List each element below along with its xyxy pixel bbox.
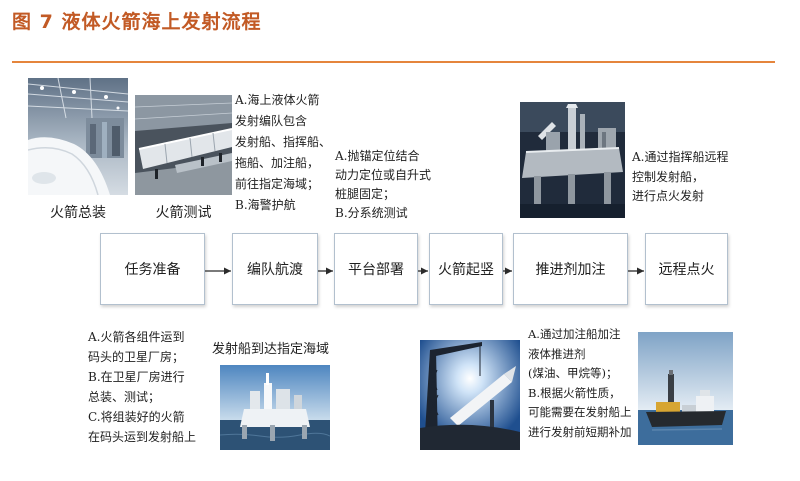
note-line: A.通过加注船加注 (528, 325, 632, 345)
note-line: B.海警护航 (235, 195, 331, 216)
note-line: A.抛锚定位结合 (335, 147, 431, 166)
note-line: 桩腿固定； (335, 185, 431, 204)
step-box-propellant-loading: 推进剂加注 (513, 233, 628, 305)
step-label: 平台部署 (348, 259, 404, 279)
note-line: 前往指定海域； (235, 174, 331, 195)
note-formation-voyage: A.海上液体火箭 发射编队包含 发射船、指挥船、 拖船、加注船， 前往指定海域；… (235, 90, 331, 216)
photo-sea-platform (520, 102, 625, 218)
step-label: 火箭起竖 (438, 259, 494, 279)
note-platform-deployment: A.抛锚定位结合 动力定位或自升式 桩腿固定； B.分系统测试 (335, 147, 431, 223)
note-line: 可能需要在发射船上 (528, 403, 632, 423)
photo-rocket-testing (135, 95, 232, 195)
note-line: 发射船、指挥船、 (235, 132, 331, 153)
figure-title: 图 7 液体火箭海上发射流程 (12, 7, 261, 34)
step-label: 编队航渡 (247, 259, 303, 279)
note-line: 在码头运到发射船上 (88, 427, 196, 447)
step-label: 任务准备 (125, 259, 181, 279)
note-line: C.将组装好的火箭 (88, 407, 196, 427)
step-box-mission-preparation: 任务准备 (100, 233, 205, 305)
photo-rocket-assembly (28, 78, 128, 195)
note-line: 发射编队包含 (235, 111, 331, 132)
note-line: 码头的卫星厂房； (88, 347, 196, 367)
note-mission-preparation: A.火箭各组件运到 码头的卫星厂房； B.在卫星厂房进行 总装、测试； C.将组… (88, 327, 196, 447)
caption-rocket-assembly: 火箭总装 (28, 202, 128, 222)
note-line: B.在卫星厂房进行 (88, 367, 196, 387)
note-line: (煤油、甲烷等)； (528, 364, 632, 384)
note-line: A.海上液体火箭 (235, 90, 331, 111)
note-remote-ignition: A.通过指挥船远程 控制发射船， 进行点火发射 (632, 148, 728, 207)
note-line: 拖船、加注船， (235, 153, 331, 174)
caption-rocket-testing: 火箭测试 (135, 202, 232, 222)
note-line: A.火箭各组件运到 (88, 327, 196, 347)
title-rule (12, 61, 775, 63)
note-line: B.根据火箭性质， (528, 384, 632, 404)
note-line: A.通过指挥船远程 (632, 148, 728, 168)
step-box-rocket-erection: 火箭起竖 (429, 233, 503, 305)
photo-launch-ship-arrival (220, 365, 330, 450)
note-line: 进行点火发射 (632, 187, 728, 207)
note-line: 总装、测试； (88, 387, 196, 407)
caption-ship-arrival: 发射船到达指定海域 (212, 338, 329, 357)
note-line: 进行发射前短期补加 (528, 423, 632, 443)
step-box-remote-ignition: 远程点火 (645, 233, 728, 305)
note-line: B.分系统测试 (335, 204, 431, 223)
photo-rocket-erection (420, 340, 520, 450)
step-box-formation-voyage: 编队航渡 (232, 233, 318, 305)
note-propellant-loading: A.通过加注船加注 液体推进剂 (煤油、甲烷等)； B.根据火箭性质， 可能需要… (528, 325, 632, 442)
note-line: 液体推进剂 (528, 345, 632, 365)
step-label: 推进剂加注 (536, 259, 606, 279)
step-box-platform-deployment: 平台部署 (334, 233, 418, 305)
step-label: 远程点火 (659, 259, 715, 279)
note-line: 控制发射船， (632, 168, 728, 188)
note-line: 动力定位或自升式 (335, 166, 431, 185)
photo-ignition-ship (638, 332, 733, 445)
